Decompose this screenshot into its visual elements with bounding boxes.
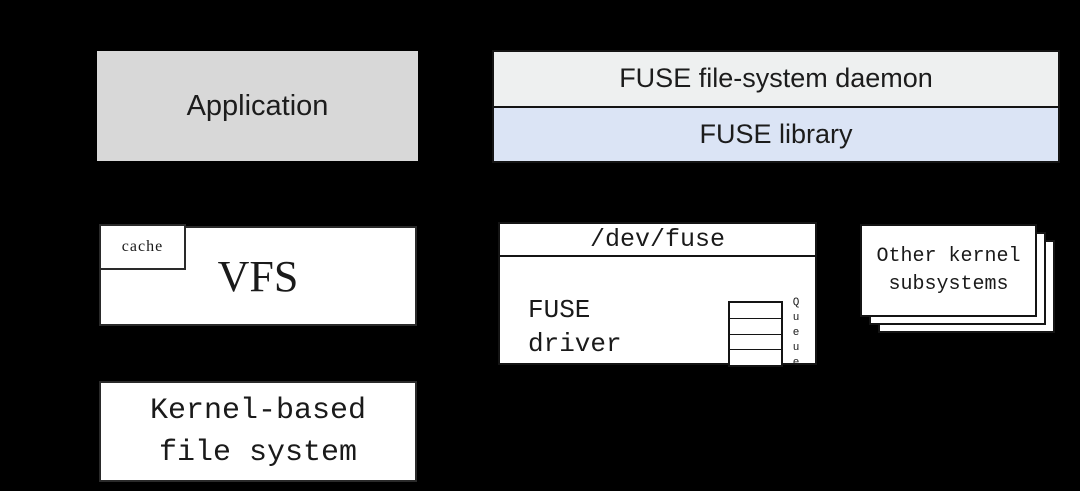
fuse-driver-label: FUSE driver [528,293,622,361]
other-subsystems-line1: Other kernel [876,244,1021,268]
kernel-fs-box: Kernel-based file system [99,381,417,482]
fuse-driver-box: /dev/fuse FUSE driver Queue [498,222,817,372]
application-label: Application [186,89,329,122]
kernel-fs-line1: Kernel-based [149,393,367,428]
dev-fuse-header: /dev/fuse [500,224,815,257]
fuse-daemon-label: FUSE file-system daemon [619,63,933,94]
other-subsystems-line2: subsystems [888,272,1009,296]
fuse-driver-body: FUSE driver Queue [500,257,815,372]
fuse-daemon-box: FUSE file-system daemon [494,52,1058,108]
fuse-library-box: FUSE library [494,107,1058,161]
fuse-daemon-library-box: FUSE file-system daemon FUSE library [492,50,1060,163]
cache-label: cache [121,238,164,255]
fuse-driver-line2: driver [528,329,622,359]
queue-table [728,301,783,367]
vfs-box: VFS [99,226,417,326]
fuse-library-label: FUSE library [699,118,853,149]
cache-box: cache [99,224,186,270]
queue-slot [730,333,781,350]
fuse-driver-line1: FUSE [528,295,591,325]
queue-slot [730,317,781,334]
queue-slot [730,349,781,365]
application-box: Application [97,51,418,161]
vfs-label: VFS [217,251,299,301]
other-subsystems-box: Other kernel subsystems [860,224,1037,317]
queue-label: Queue [790,297,802,372]
queue-slot [730,303,781,318]
kernel-fs-line2: file system [158,435,358,470]
dev-fuse-label: /dev/fuse [589,225,726,254]
